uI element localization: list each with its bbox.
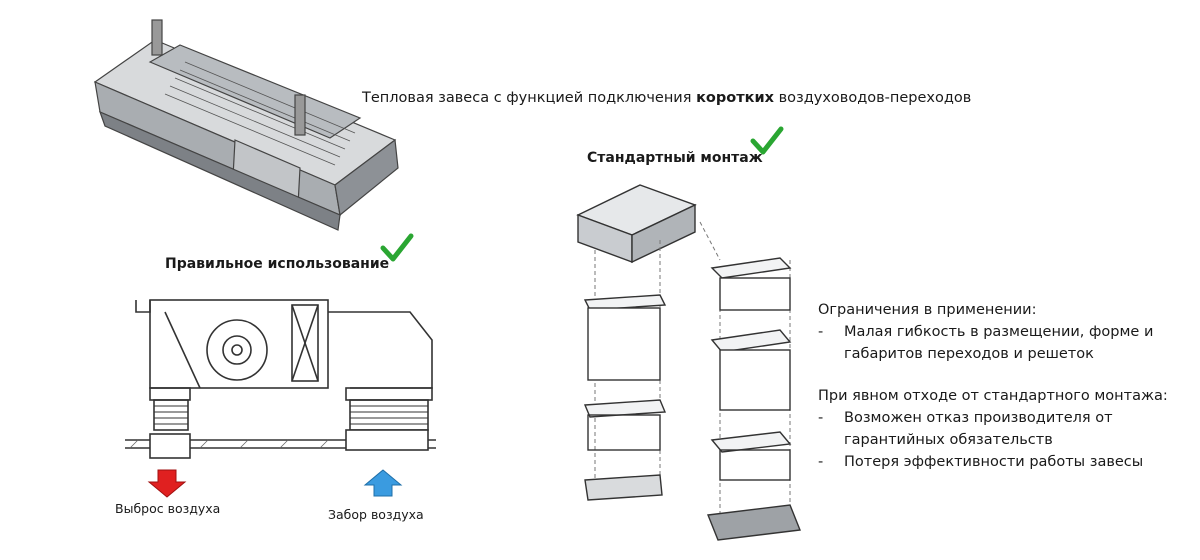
title-bold-word: коротких [696, 90, 774, 106]
list-item: - Малая гибкость в размещении, форме и [818, 324, 1153, 340]
page-title: Тепловая завеса с функцией подключения к… [362, 90, 971, 106]
exhaust-label: Выброс воздуха [115, 501, 221, 516]
air-curtain-3d-render [93, 19, 399, 231]
title-part1: Тепловая завеса с функцией подключения [362, 90, 697, 106]
proper-use-label: Правильное использование [165, 256, 390, 272]
check-mark-shape [750, 126, 784, 155]
list-item-text: Возможен отказ производителя от [844, 410, 1113, 426]
list-item: - Потеря эффективности работы завесы [818, 454, 1143, 470]
standard-mount-exploded-view [576, 184, 801, 541]
list-dash: - [818, 454, 824, 470]
list-dash: - [818, 324, 824, 340]
arrow-up-icon [363, 469, 403, 497]
standard-mount-label: Стандартный монтаж [587, 150, 763, 166]
list-item-continuation: гарантийных обязательств [844, 432, 1053, 448]
list-item-text: Потеря эффективности работы завесы [844, 454, 1144, 470]
list-item-text: Малая гибкость в размещении, форме и [844, 324, 1154, 340]
notes-block: Ограничения в применении: - Малая гибкост… [818, 302, 1188, 482]
arrow-down-icon [147, 469, 187, 498]
check-mark-icon [750, 126, 784, 160]
intake-label: Забор воздуха [328, 507, 424, 522]
deviation-heading: При явном отходе от стандартного монтажа… [818, 388, 1168, 404]
title-part2: воздуховодов-переходов [773, 90, 972, 106]
check-mark-icon [380, 233, 414, 267]
proper-use-schematic [125, 299, 436, 459]
check-mark-shape [380, 233, 414, 262]
limitations-heading: Ограничения в применении: [818, 302, 1037, 318]
list-item-continuation: габаритов переходов и решеток [844, 346, 1094, 362]
list-item: - Возможен отказ производителя от [818, 410, 1113, 426]
list-dash: - [818, 410, 824, 426]
